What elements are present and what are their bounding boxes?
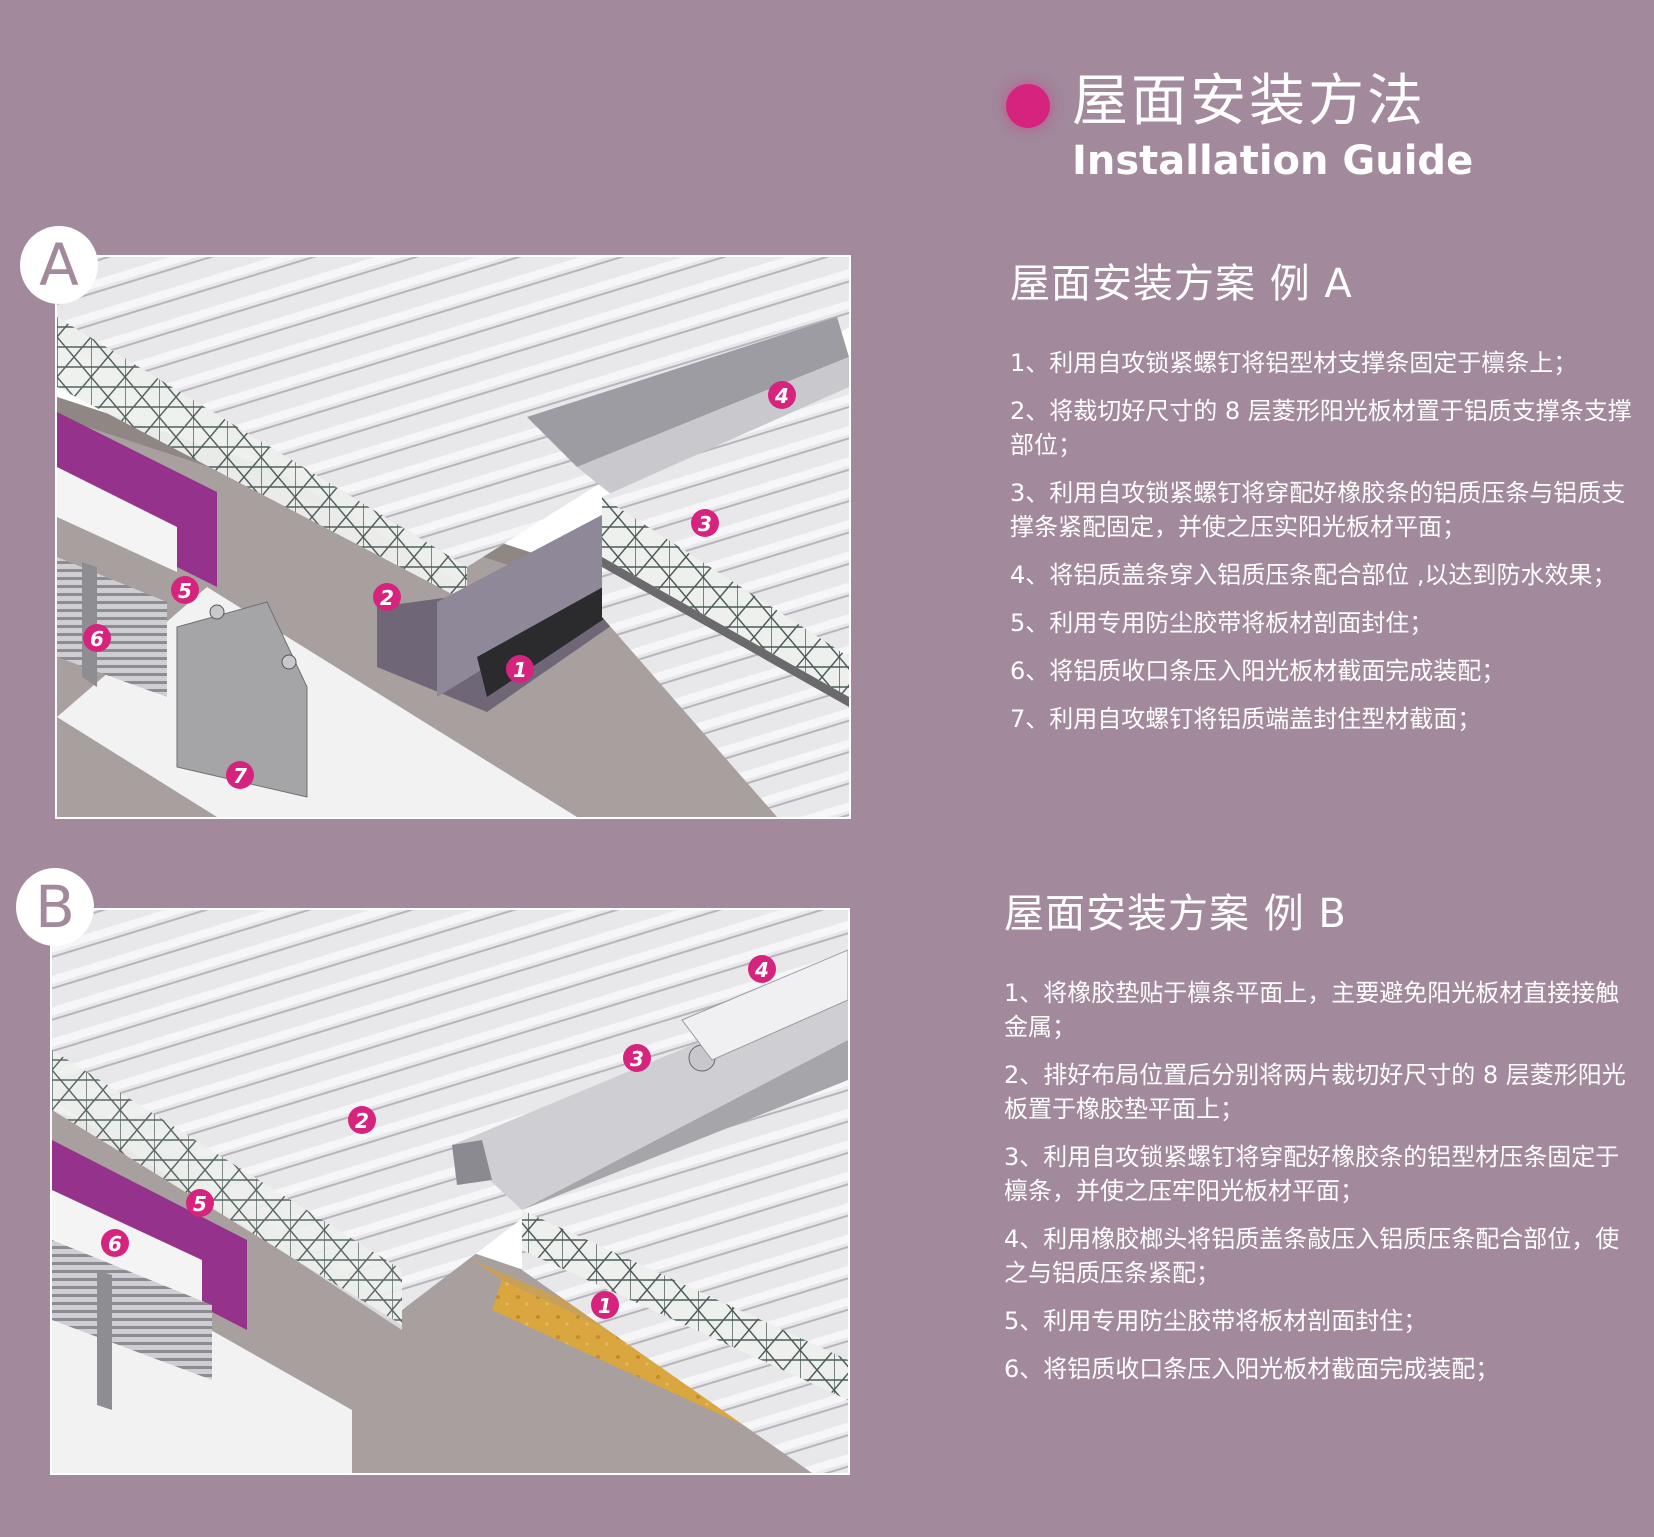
step-b-1: 1、将橡胶垫贴于檩条平面上，主要避免阳光板材直接接触金属；: [1004, 979, 1620, 1041]
callout-b-5: 5: [186, 1189, 214, 1217]
diagram-b-illustration: 1 2 3 4 5 6: [52, 910, 848, 1473]
callout-a-7: 7: [226, 761, 254, 789]
step-a-1: 1、利用自攻锁紧螺钉将铝型材支撑条固定于檩条上；: [1010, 349, 1578, 377]
callout-b-4: 4: [748, 955, 776, 983]
step-b-6: 6、将铝质收口条压入阳光板材截面完成装配；: [1004, 1355, 1500, 1383]
section-b-badge: B: [16, 868, 94, 946]
step-a-7: 7、利用自攻螺钉将铝质端盖封住型材截面；: [1010, 705, 1482, 733]
section-b-title: 屋面安装方案 例 B: [1004, 891, 1347, 937]
callout-a-3: 3: [691, 509, 719, 537]
diagram-a-illustration: 1 2 3 4 5 6 7: [57, 257, 849, 817]
diagram-a: 1 2 3 4 5 6 7: [55, 255, 851, 819]
diagram-b-callouts: 1 2 3 4 5 6: [101, 955, 776, 1319]
svg-text:4: 4: [754, 958, 769, 982]
svg-text:6: 6: [90, 627, 104, 651]
svg-text:4: 4: [774, 384, 789, 408]
svg-text:6: 6: [108, 1232, 122, 1256]
svg-text:5: 5: [193, 1192, 207, 1216]
page-subtitle: Installation Guide: [1072, 138, 1474, 184]
svg-text:7: 7: [233, 764, 247, 788]
callout-a-4: 4: [768, 381, 796, 409]
callout-b-2: 2: [348, 1106, 376, 1134]
callout-b-6: 6: [101, 1229, 129, 1257]
callout-b-3: 3: [623, 1044, 651, 1072]
svg-text:2: 2: [380, 586, 394, 610]
diagram-b: 1 2 3 4 5 6: [50, 908, 850, 1475]
svg-text:1: 1: [513, 658, 527, 682]
svg-text:1: 1: [598, 1294, 612, 1318]
step-a-2: 2、将裁切好尺寸的 8 层菱形阳光板材置于铝质支撑条支撑部位；: [1010, 397, 1632, 459]
callout-a-2: 2: [373, 583, 401, 611]
step-a-4: 4、将铝质盖条穿入铝质压条配合部位 ,以达到防水效果；: [1010, 561, 1617, 589]
section-a-title: 屋面安装方案 例 A: [1010, 261, 1353, 307]
callout-a-1: 1: [506, 655, 534, 683]
section-a-badge: A: [20, 226, 98, 304]
svg-text:2: 2: [355, 1109, 369, 1133]
callout-b-1: 1: [591, 1291, 619, 1319]
diagram-a-callouts: 1 2 3 4 5 6 7: [83, 381, 796, 789]
section-b-steps: 1、将橡胶垫贴于檩条平面上，主要避免阳光板材直接接触金属； 2、排好布局位置后分…: [1004, 976, 1640, 1400]
step-b-2: 2、排好布局位置后分别将两片裁切好尺寸的 8 层菱形阳光板置于橡胶垫平面上；: [1004, 1061, 1626, 1123]
step-b-3: 3、利用自攻锁紧螺钉将穿配好橡胶条的铝型材压条固定于檩条，并使之压牢阳光板材平面…: [1004, 1143, 1620, 1205]
svg-text:5: 5: [178, 579, 192, 603]
svg-text:3: 3: [630, 1047, 644, 1071]
page-title: 屋面安装方法: [1072, 69, 1426, 134]
step-b-5: 5、利用专用防尘胶带将板材剖面封住；: [1004, 1307, 1428, 1335]
bullet-dot-icon: [1006, 84, 1050, 128]
step-a-5: 5、利用专用防尘胶带将板材剖面封住；: [1010, 609, 1434, 637]
section-a-steps: 1、利用自攻锁紧螺钉将铝型材支撑条固定于檩条上； 2、将裁切好尺寸的 8 层菱形…: [1010, 346, 1642, 750]
step-a-3: 3、利用自攻锁紧螺钉将穿配好橡胶条的铝质压条与铝质支撑条紧配固定，并使之压实阳光…: [1010, 479, 1626, 541]
callout-a-5: 5: [171, 576, 199, 604]
svg-text:3: 3: [698, 512, 712, 536]
step-a-6: 6、将铝质收口条压入阳光板材截面完成装配；: [1010, 657, 1506, 685]
callout-a-6: 6: [83, 624, 111, 652]
step-b-4: 4、利用橡胶榔头将铝质盖条敲压入铝质压条配合部位，使之与铝质压条紧配；: [1004, 1225, 1620, 1287]
